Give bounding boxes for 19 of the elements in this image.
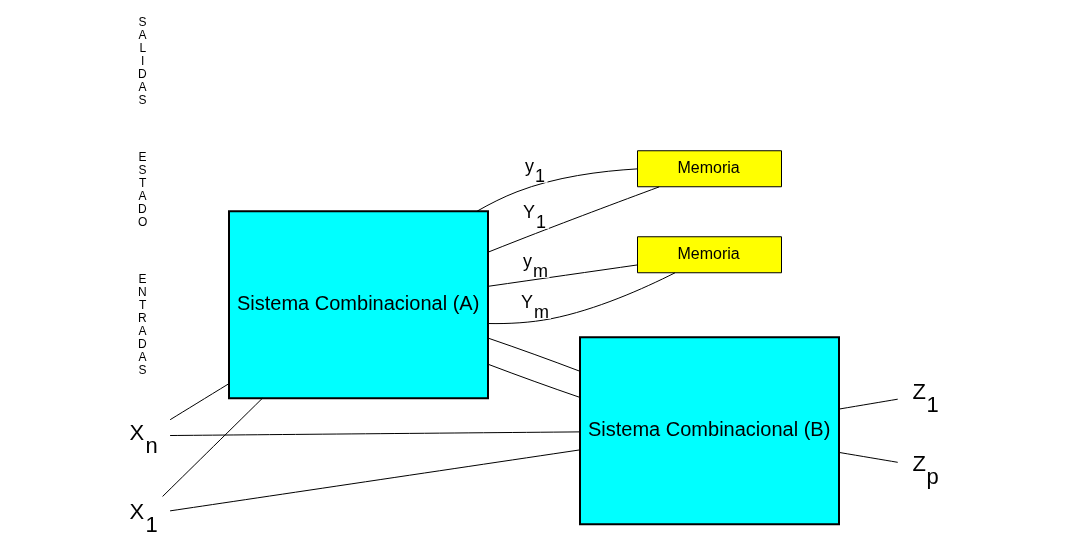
connector — [487, 272, 675, 325]
connector — [487, 264, 638, 287]
label: ENTRADAS — [137, 272, 147, 378]
label: ESTADO — [137, 150, 147, 230]
node-box: Sistema Combinacional (B) — [578, 336, 840, 526]
connector — [169, 431, 580, 436]
connector — [838, 451, 898, 463]
node-box: Memoria — [636, 150, 782, 188]
connector — [487, 337, 580, 372]
connector — [161, 397, 263, 497]
node-box: Sistema Combinacional (A) — [227, 210, 489, 400]
connector — [169, 449, 580, 512]
connector — [169, 383, 229, 421]
connector — [487, 186, 660, 253]
label: SALIDAS — [137, 14, 147, 107]
connector — [487, 363, 580, 398]
connector — [476, 168, 638, 212]
node-box: Memoria — [636, 236, 782, 274]
connector — [838, 398, 898, 410]
